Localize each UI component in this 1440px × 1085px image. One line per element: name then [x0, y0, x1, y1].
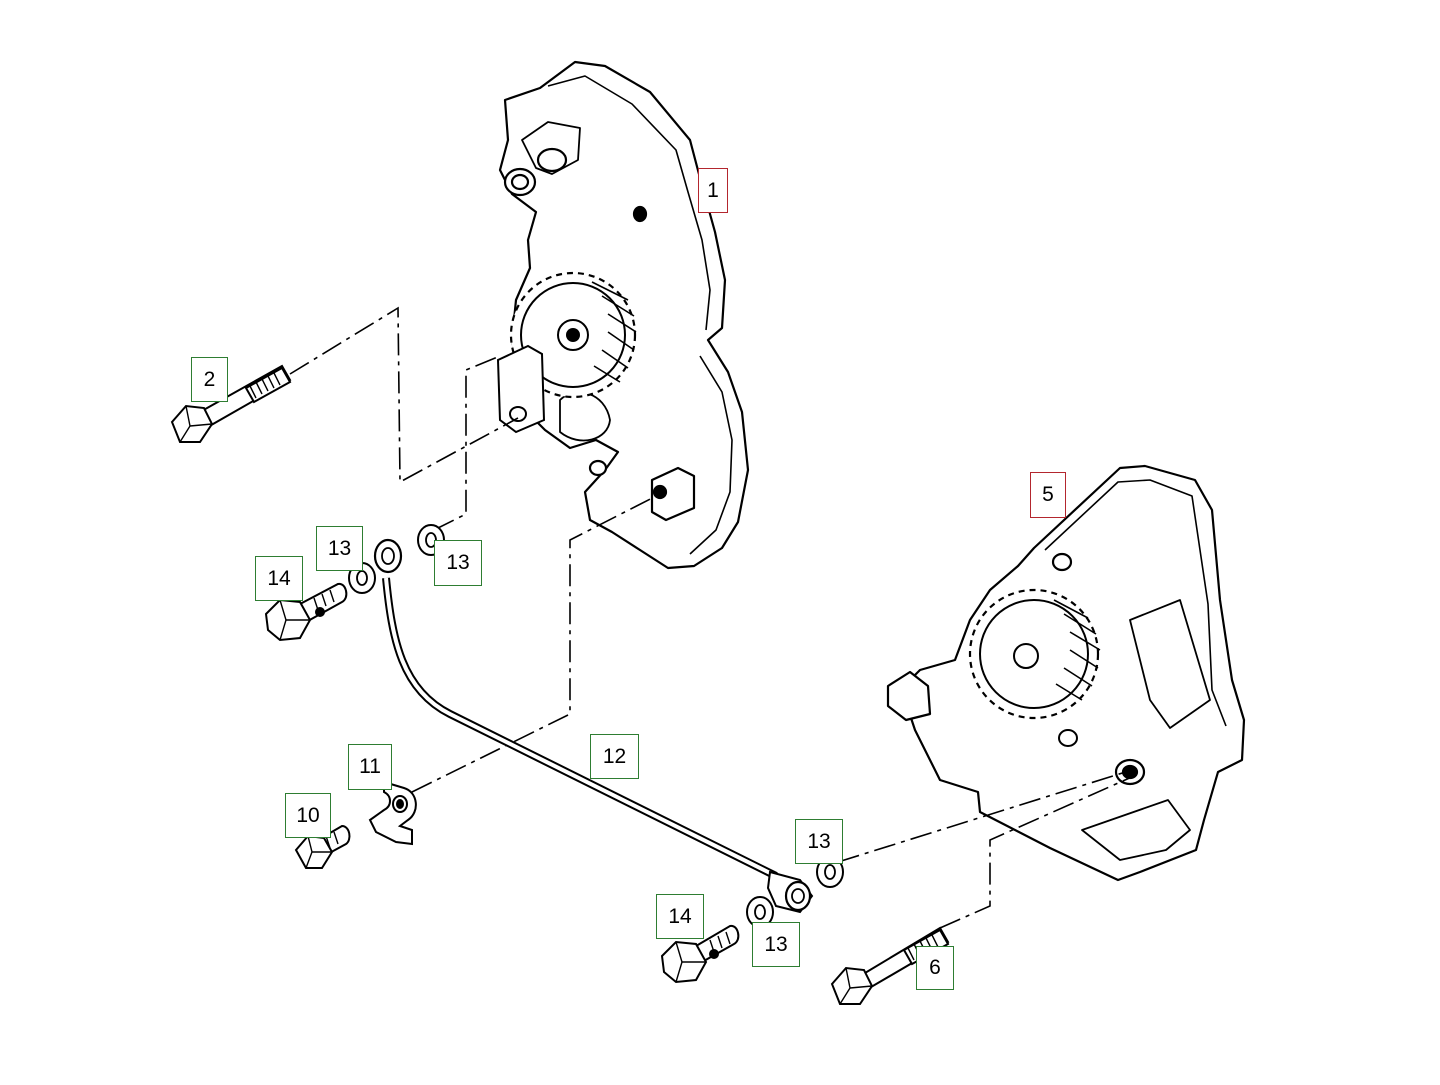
bolt-2: [170, 364, 292, 443]
pipe-clip-11: [368, 780, 417, 846]
callout-part-12[interactable]: 12: [590, 734, 639, 779]
upper-pump-gear: [509, 271, 637, 399]
callout-part-5[interactable]: 5: [1030, 472, 1066, 518]
callout-part-13[interactable]: 13: [795, 819, 843, 864]
callout-part-13[interactable]: 13: [434, 540, 482, 586]
banjo-bolt-14-lower: [660, 924, 740, 984]
callout-part-11[interactable]: 11: [348, 744, 392, 790]
callout-part-13[interactable]: 13: [752, 922, 800, 967]
lower-pump-gear: [968, 588, 1101, 747]
callout-part-1[interactable]: 1: [698, 168, 728, 213]
callout-part-6[interactable]: 6: [916, 946, 954, 990]
upper-housing-cover: [496, 344, 546, 434]
callout-part-14[interactable]: 14: [656, 894, 704, 939]
assembly-leader-lines: [289, 306, 1135, 929]
callout-part-14[interactable]: 14: [255, 556, 303, 601]
callout-part-13[interactable]: 13: [316, 526, 363, 571]
callout-part-2[interactable]: 2: [191, 357, 228, 402]
oil-pipe: [373, 538, 814, 914]
callout-part-10[interactable]: 10: [285, 793, 331, 838]
bolt-10: [294, 824, 351, 869]
